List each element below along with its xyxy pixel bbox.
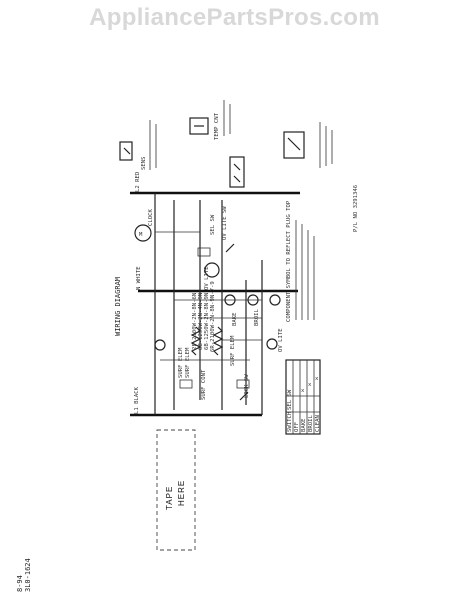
table-mark-1: x <box>301 388 305 394</box>
diagram-title: WIRING DIAGRAM <box>114 277 122 336</box>
label-surf-cont: SURF CONT <box>201 369 207 400</box>
label-ov-lite-lower: OV LITE <box>278 328 284 352</box>
wire-label-red: L2 RED <box>135 171 141 192</box>
label-broil: BROIL <box>254 309 260 326</box>
label-surf-elem: SURF ELEM <box>178 347 184 378</box>
table-header-2: SEL SW <box>287 389 293 410</box>
label-ov-lite: OV LITE <box>204 266 210 290</box>
label-surf-elem-2: SURF ELEM <box>185 347 191 378</box>
rating-line-1: 2F-2100W-2N-8N-6N <box>192 293 198 350</box>
table-row-broil: BROIL <box>308 415 314 432</box>
switch-table <box>285 359 321 435</box>
switch-block-2 <box>197 247 211 257</box>
switch-contact-2 <box>225 243 235 253</box>
indicator-lamp-2 <box>266 338 278 350</box>
wire-label-white: N WHITE <box>136 266 142 290</box>
wire-label-black: L1 BLACK <box>134 386 140 414</box>
relay-contact-2 <box>233 175 241 183</box>
selector-switch-block <box>283 131 305 159</box>
pilot-lamp-2 <box>247 294 259 306</box>
notes-text: COMPONENT SYMBOL TO REFLECT PLUG TOP <box>286 200 292 322</box>
tape-here-line1: TAPE <box>165 486 174 510</box>
temp-control-block <box>189 117 209 135</box>
label-surf-elem-lower: SURF ELEM <box>230 335 236 366</box>
rating-line-3: 6B-1250W-2N-8N-9N <box>204 293 210 350</box>
label-clock: CLOCK <box>148 209 154 226</box>
rating-line-4: 6R-2100W-2N-8N-9N-7-9 <box>210 281 216 352</box>
label-ov-lite-sw: OV LITE SW <box>222 206 228 240</box>
pilot-lamp-3 <box>269 294 281 306</box>
table-mark-2: x <box>308 382 312 388</box>
sensor-block <box>119 141 133 161</box>
switch-block-3 <box>236 379 250 389</box>
switch-contact-1 <box>239 391 249 401</box>
surf-elem-resistor <box>190 326 202 356</box>
surf-elem-resistor-2 <box>212 326 224 356</box>
part-number: P/L NO 3291346 <box>353 185 359 232</box>
indicator-lamp-1 <box>154 339 166 351</box>
pilot-lamp-1 <box>224 294 236 306</box>
label-temp-cnt: TEMP CNT <box>214 112 220 140</box>
table-row-off: OFF <box>294 421 300 432</box>
table-mark-3: x <box>315 376 319 382</box>
tape-here-box <box>156 429 196 551</box>
clock-symbol: M <box>139 232 143 238</box>
rating-line-2: 6B-1250W-2N-4N-9N <box>198 293 204 350</box>
label-sel-sw: SEL SW <box>210 214 216 235</box>
clock-motor <box>134 224 152 242</box>
label-sens: SENS <box>141 157 147 170</box>
footer-code-1: 8-94 <box>16 575 24 592</box>
tape-here-line2: HERE <box>177 480 186 506</box>
table-header-1: SWITCH <box>287 412 293 432</box>
switch-block-1 <box>179 379 193 389</box>
relay-block <box>229 156 245 188</box>
watermark-text: AppliancePartsPros.com <box>89 4 380 31</box>
table-row-clean: CLEAN <box>315 415 321 432</box>
oven-lamp <box>204 262 220 278</box>
sensor-contact <box>123 147 131 155</box>
relay-contact-1 <box>233 163 241 171</box>
label-lock-sw: LOCK SW <box>244 374 250 398</box>
footer-code-2: 3L0-1624 <box>24 558 32 592</box>
table-row-bake: BAKE <box>301 418 307 432</box>
selector-contact <box>287 137 301 151</box>
label-bake: BAKE <box>232 312 238 326</box>
